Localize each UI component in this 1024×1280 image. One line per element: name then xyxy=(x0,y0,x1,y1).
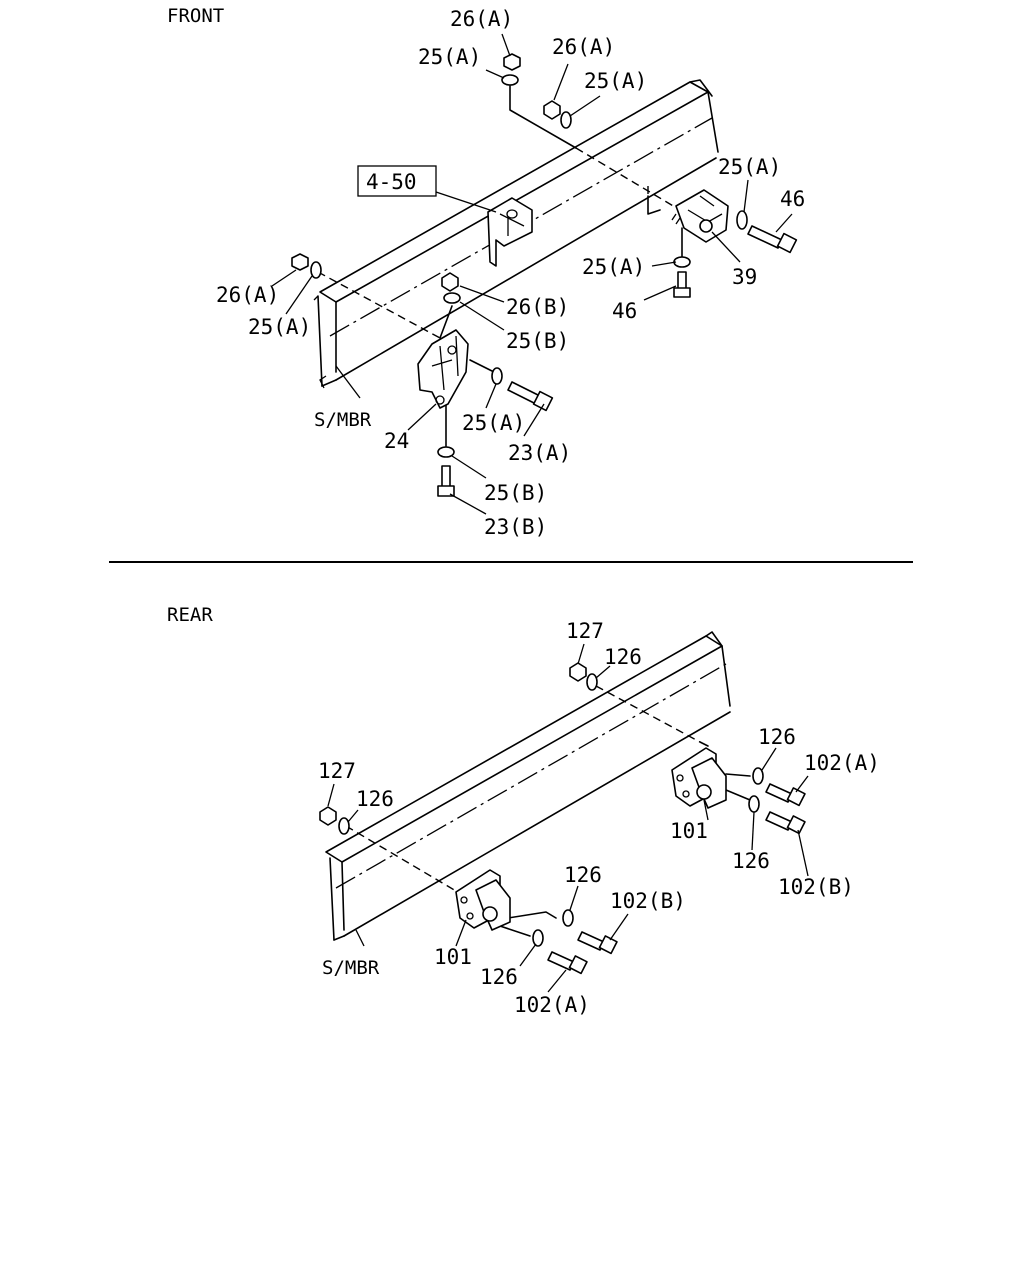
label-46-right: 46 xyxy=(780,187,805,211)
label-25a-left: 25(A) xyxy=(248,315,311,339)
nut-icon xyxy=(543,100,561,120)
label-102b-mid: 102(B) xyxy=(610,889,686,913)
fasteners-front xyxy=(291,53,798,497)
label-126-bottom: 126 xyxy=(480,965,518,989)
label-126-right: 126 xyxy=(758,725,796,749)
leader-lines-front xyxy=(271,33,793,515)
bracket-4-50 xyxy=(487,197,533,267)
label-smbr-front: S/MBR xyxy=(314,409,372,431)
label-24: 24 xyxy=(384,429,409,453)
label-25a-right: 25(A) xyxy=(718,155,781,179)
label-23a: 23(A) xyxy=(508,441,571,465)
washer-icon xyxy=(752,767,764,785)
label-101-left: 101 xyxy=(434,945,472,969)
assembly-lines-rear xyxy=(345,685,751,937)
bolt-icon xyxy=(441,465,451,489)
washer-icon xyxy=(501,74,519,86)
nut-icon xyxy=(569,662,587,682)
label-smbr-rear: S/MBR xyxy=(322,957,380,979)
label-25a-lower: 25(A) xyxy=(582,255,645,279)
washer-icon xyxy=(562,909,574,927)
washer-icon xyxy=(736,210,748,230)
label-126-top: 126 xyxy=(604,645,642,669)
nut-icon xyxy=(441,272,459,292)
label-126-left: 126 xyxy=(356,787,394,811)
label-23b: 23(B) xyxy=(484,515,547,539)
bolt-icon xyxy=(765,811,793,831)
label-127-top: 127 xyxy=(566,619,604,643)
label-102a-bottom: 102(A) xyxy=(514,993,590,1017)
side-member-rear xyxy=(325,631,731,941)
side-member-front xyxy=(313,79,719,389)
nut-icon xyxy=(291,253,309,271)
washer-icon xyxy=(673,256,691,268)
label-46-lower: 46 xyxy=(612,299,637,323)
label-126-right-low: 126 xyxy=(732,849,770,873)
label-26b: 26(B) xyxy=(506,295,569,319)
washer-icon xyxy=(443,292,461,304)
bracket-39 xyxy=(671,189,729,243)
washer-icon xyxy=(310,261,322,279)
label-25b-upper: 25(B) xyxy=(506,329,569,353)
washer-icon xyxy=(437,446,455,458)
label-26a-mid: 26(A) xyxy=(552,35,615,59)
bracket-101-right xyxy=(671,747,727,809)
bolt-icon xyxy=(547,951,575,971)
label-ref-4-50: 4-50 xyxy=(366,170,417,194)
nut-icon xyxy=(319,806,337,826)
nut-icon xyxy=(503,53,521,71)
washer-icon xyxy=(532,929,544,947)
label-126-mid: 126 xyxy=(564,863,602,887)
bolt-icon xyxy=(765,783,793,803)
label-26a-top: 26(A) xyxy=(450,7,513,31)
label-102b-right: 102(B) xyxy=(778,875,854,899)
label-26a-left: 26(A) xyxy=(216,283,279,307)
label-25a-top: 25(A) xyxy=(418,45,481,69)
bracket-101-left xyxy=(455,869,511,931)
bolt-icon xyxy=(747,225,783,249)
label-25a-mid: 25(A) xyxy=(584,69,647,93)
washer-icon xyxy=(338,817,350,835)
section-title-front: FRONT xyxy=(167,5,224,27)
label-102a-right: 102(A) xyxy=(804,751,880,775)
bolt-icon xyxy=(577,931,605,951)
label-101-right: 101 xyxy=(670,819,708,843)
label-25a-bracket: 25(A) xyxy=(462,411,525,435)
label-127-left: 127 xyxy=(318,759,356,783)
fasteners-rear xyxy=(319,662,806,975)
washer-icon xyxy=(586,673,598,691)
washer-icon xyxy=(491,367,503,385)
bracket-24 xyxy=(417,329,469,409)
label-39: 39 xyxy=(732,265,757,289)
section-title-rear: REAR xyxy=(167,604,213,626)
label-25b-lower: 25(B) xyxy=(484,481,547,505)
leader-lines-rear xyxy=(327,643,809,993)
washer-icon xyxy=(748,795,760,813)
washer-icon xyxy=(560,111,572,129)
ref-box-frame xyxy=(357,165,437,197)
